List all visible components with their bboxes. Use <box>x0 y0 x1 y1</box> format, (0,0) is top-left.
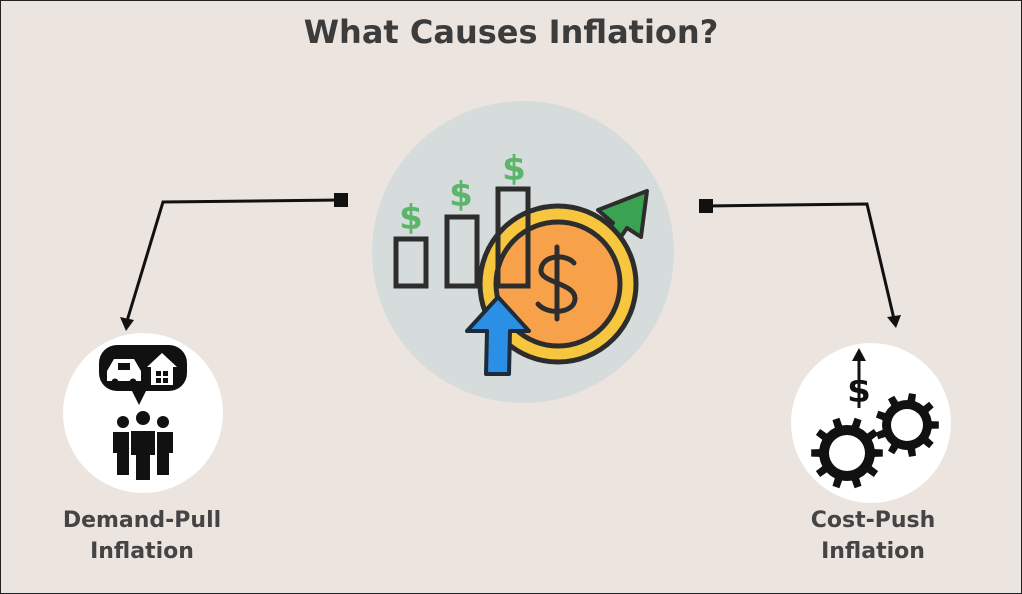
connector-left <box>120 193 348 331</box>
demand-pull-line2: Inflation <box>90 539 194 564</box>
cost-push-label: Cost-Push Inflation <box>743 505 1003 567</box>
connector-right <box>699 199 901 328</box>
cost-dollar-sign: $ <box>847 371 871 411</box>
dollar-sign-3: $ <box>502 149 526 189</box>
cost-push-line1: Cost-Push <box>810 508 936 533</box>
demand-pull-label: Demand-Pull Inflation <box>12 505 272 567</box>
dollar-sign-1: $ <box>399 198 423 238</box>
rising-cost-gears-icon: $ <box>791 343 951 503</box>
gear-large-icon <box>811 417 883 489</box>
cost-push-line2: Inflation <box>821 539 925 564</box>
blue-up-arrow-icon <box>465 295 531 376</box>
up-arrow-icon <box>852 348 866 408</box>
consumers-demand-icon <box>63 333 223 493</box>
dollar-sign-2: $ <box>449 175 473 215</box>
demand-pull-line1: Demand-Pull <box>62 508 222 533</box>
diagram-title: What Causes Inflation? <box>303 13 719 51</box>
inflation-coin-bars-icon: $ $ $ <box>372 101 674 403</box>
gear-small-icon <box>875 393 939 457</box>
